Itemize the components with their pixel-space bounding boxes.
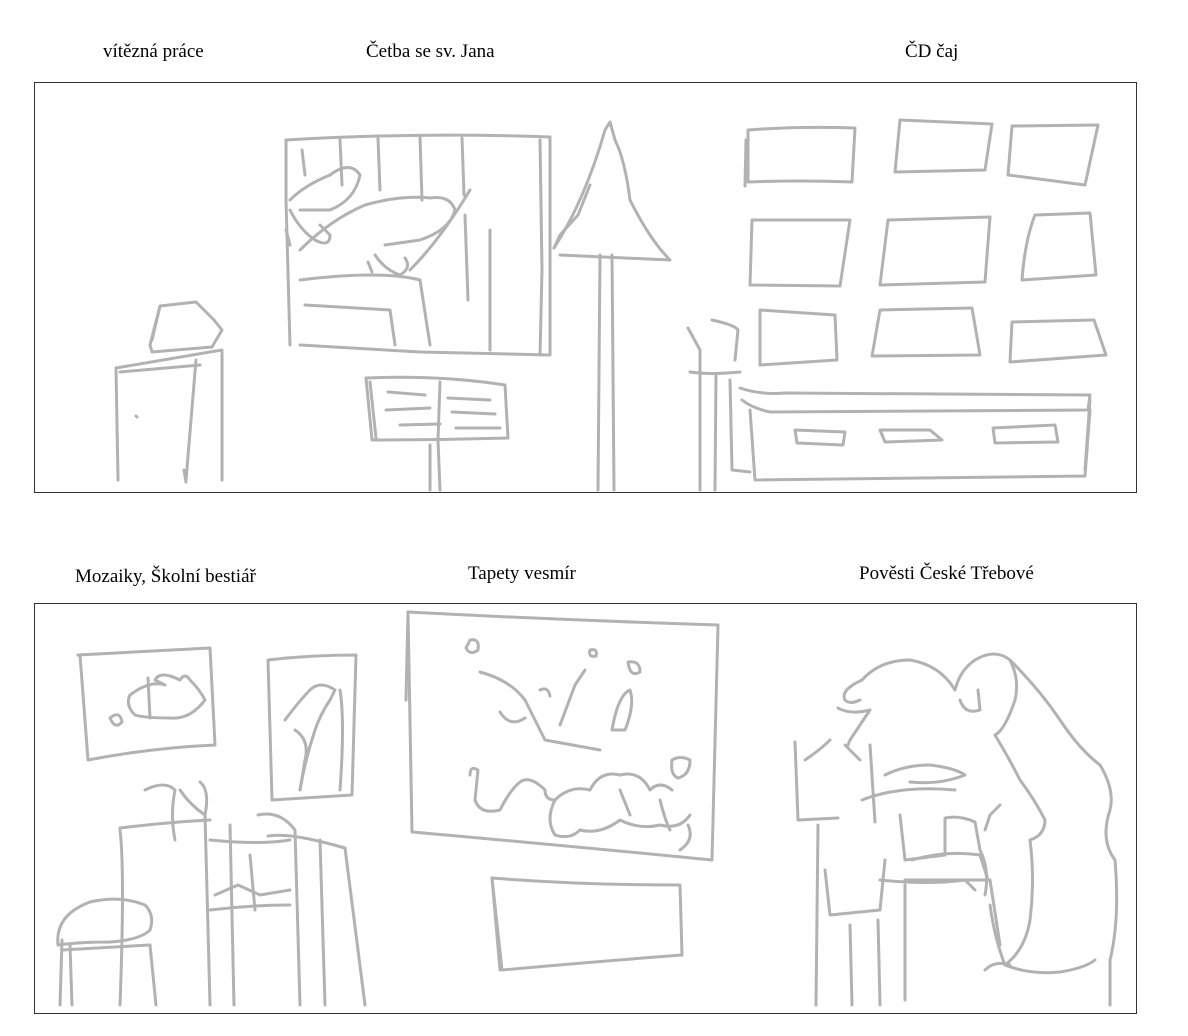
sketch-panel-bottom (34, 603, 1137, 1014)
label-tapety-vesmir: Tapety vesmír (468, 563, 576, 584)
music-stand-sketch (364, 375, 510, 492)
legends-sketch (793, 652, 1119, 1007)
pedestal-sketch (114, 300, 224, 484)
space-wallpaper-sketch (404, 610, 720, 972)
tea-display-sketch (686, 118, 1108, 492)
label-cd-caj: ČD čaj (905, 41, 959, 62)
label-vitezna-prace: vítězná práce (103, 41, 204, 62)
label-povesti-ceske-trebove: Pověsti České Třebové (859, 563, 1034, 584)
lamp-sketch (552, 120, 672, 492)
sketch-panel-top (34, 82, 1137, 493)
reading-picture-sketch (284, 133, 552, 357)
label-mozaiky-skolni-bestiar: Mozaiky, Školní bestiář (75, 566, 256, 587)
mosaics-sketch (56, 646, 367, 1007)
label-cetba-se-sv-jana: Četba se sv. Jana (366, 41, 495, 62)
